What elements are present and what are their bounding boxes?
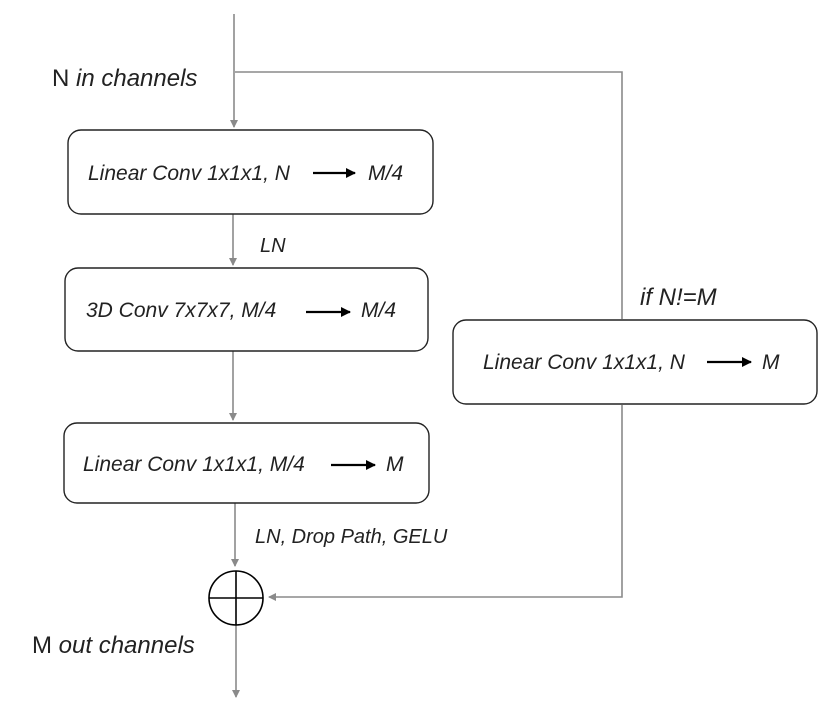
input-var: N	[52, 65, 69, 92]
output-text: out channels	[52, 632, 195, 659]
ln-label: LN	[260, 235, 286, 257]
linear-conv-block-1	[67, 129, 434, 215]
skip-condition-label: if N!=M	[640, 284, 717, 311]
skip-block-left-label: Linear Conv 1x1x1, N	[483, 351, 686, 374]
sum-node-icon	[208, 570, 264, 626]
skip-linear-conv-block	[452, 319, 818, 405]
output-var: M	[32, 632, 52, 659]
skip-block-right-label: M	[762, 351, 780, 374]
input-text: in channels	[69, 65, 197, 92]
ln-droppath-gelu-label: LN, Drop Path, GELU	[255, 526, 448, 548]
output-channels-label: M out channels	[32, 632, 195, 659]
block3-left-label: Linear Conv 1x1x1, M/4	[83, 453, 305, 476]
block1-left-label: Linear Conv 1x1x1, N	[88, 162, 291, 185]
input-channels-label: N in channels	[52, 65, 197, 92]
block2-right-label: M/4	[361, 299, 396, 322]
block3-right-label: M	[386, 453, 404, 476]
skip-connection-out	[268, 405, 623, 601]
linear-conv-block-3	[63, 422, 430, 504]
block1-right-label: M/4	[368, 162, 403, 185]
block2-left-label: 3D Conv 7x7x7, M/4	[86, 299, 276, 322]
conv3d-block	[64, 267, 429, 352]
skip-connection-in	[235, 71, 623, 319]
